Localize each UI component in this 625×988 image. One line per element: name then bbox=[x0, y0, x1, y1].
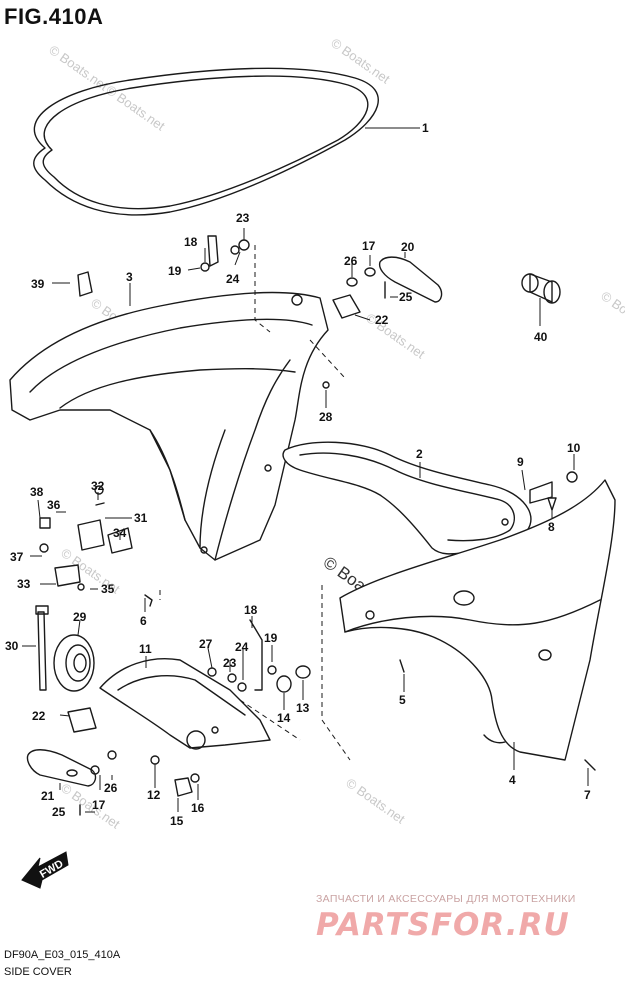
callout-19-lower: 19 bbox=[264, 631, 278, 645]
callout-17-lower: 17 bbox=[92, 798, 106, 812]
callout-40: 40 bbox=[534, 330, 548, 344]
callout-6: 6 bbox=[140, 614, 147, 628]
watermark-text: © Boats.net bbox=[343, 775, 408, 827]
callout-5: 5 bbox=[399, 693, 406, 707]
callout-16: 16 bbox=[191, 801, 205, 815]
callout-22-lower: 22 bbox=[32, 709, 46, 723]
watermark-text: © Boats.net bbox=[103, 82, 168, 134]
part-3-upper-side-cover bbox=[9, 291, 329, 561]
callout-13: 13 bbox=[296, 701, 310, 715]
part-18-clip-upper bbox=[207, 235, 219, 267]
fwd-arrow-icon: FWD bbox=[21, 851, 69, 889]
figure-subtitle: SIDE COVER bbox=[4, 966, 72, 978]
small-fasteners bbox=[39, 235, 596, 816]
callout-33: 33 bbox=[17, 577, 31, 591]
callout-17-upper: 17 bbox=[362, 239, 376, 253]
callout-10: 10 bbox=[567, 441, 581, 455]
callout-34: 34 bbox=[113, 526, 127, 540]
callout-26-lower: 26 bbox=[104, 781, 118, 795]
callouts: 1 2 3 4 5 6 7 8 9 10 11 12 13 14 15 16 1… bbox=[5, 121, 591, 828]
watermark-text: © Boats.net bbox=[363, 310, 428, 362]
callout-24-upper: 24 bbox=[226, 272, 240, 286]
callout-7: 7 bbox=[584, 788, 591, 802]
callout-18-upper: 18 bbox=[184, 235, 198, 249]
part-4-lower-side-cover bbox=[339, 479, 616, 761]
callout-8: 8 bbox=[548, 520, 555, 534]
callout-2: 2 bbox=[416, 447, 423, 461]
callout-19-upper: 19 bbox=[168, 264, 182, 278]
callout-22-upper: 22 bbox=[375, 313, 389, 327]
callout-26-upper: 26 bbox=[344, 254, 358, 268]
callout-28: 28 bbox=[319, 410, 333, 424]
part-11-bracket bbox=[99, 658, 271, 750]
figure-code: DF90A_E03_015_410A bbox=[4, 949, 121, 961]
callout-25-lower: 25 bbox=[52, 805, 66, 819]
part-29-grommet bbox=[53, 634, 95, 692]
figure-title: FIG.410A bbox=[4, 4, 104, 29]
callout-39: 39 bbox=[31, 277, 45, 291]
callout-4: 4 bbox=[509, 773, 516, 787]
callout-31: 31 bbox=[134, 511, 148, 525]
callout-36: 36 bbox=[47, 498, 61, 512]
callout-25-upper: 25 bbox=[399, 290, 413, 304]
callout-23-upper: 23 bbox=[236, 211, 250, 225]
leader-lines bbox=[22, 127, 589, 813]
callout-9: 9 bbox=[517, 455, 524, 469]
callout-20: 20 bbox=[401, 240, 415, 254]
part-21-plate bbox=[26, 749, 97, 787]
fwd-label: FWD bbox=[38, 858, 66, 881]
callout-27: 27 bbox=[199, 637, 213, 651]
callout-24-lower: 24 bbox=[235, 640, 249, 654]
part-40-plug bbox=[521, 273, 561, 304]
callout-1: 1 bbox=[422, 121, 429, 135]
callout-18-lower: 18 bbox=[244, 603, 258, 617]
part-30-cable-tie bbox=[35, 605, 49, 691]
callout-30: 30 bbox=[5, 639, 19, 653]
assembly-dash-lines bbox=[159, 245, 351, 761]
callout-38: 38 bbox=[30, 485, 44, 499]
callout-37: 37 bbox=[10, 550, 24, 564]
callout-32: 32 bbox=[91, 479, 105, 493]
callout-14: 14 bbox=[277, 711, 291, 725]
callout-23-lower: 23 bbox=[223, 656, 237, 670]
callout-15: 15 bbox=[170, 814, 184, 828]
part-1-seal bbox=[33, 67, 379, 216]
part-9-bracket bbox=[529, 481, 553, 504]
callout-29: 29 bbox=[73, 610, 87, 624]
watermark-text: © Boats.net bbox=[328, 35, 393, 87]
callout-12: 12 bbox=[147, 788, 161, 802]
seller-tagline: ЗАПЧАСТИ И АКСЕССУАРЫ ДЛЯ МОТОТЕХНИКИ bbox=[316, 893, 576, 905]
callout-35: 35 bbox=[101, 582, 115, 596]
part-2-lower-frame bbox=[282, 441, 532, 555]
callout-11: 11 bbox=[139, 642, 152, 656]
part-20-plate bbox=[378, 256, 443, 303]
callout-3: 3 bbox=[126, 270, 133, 284]
callout-21: 21 bbox=[41, 789, 55, 803]
seller-logo: PARTSFOR.RU bbox=[316, 907, 570, 943]
watermark-text: © Boats.net bbox=[598, 288, 625, 340]
